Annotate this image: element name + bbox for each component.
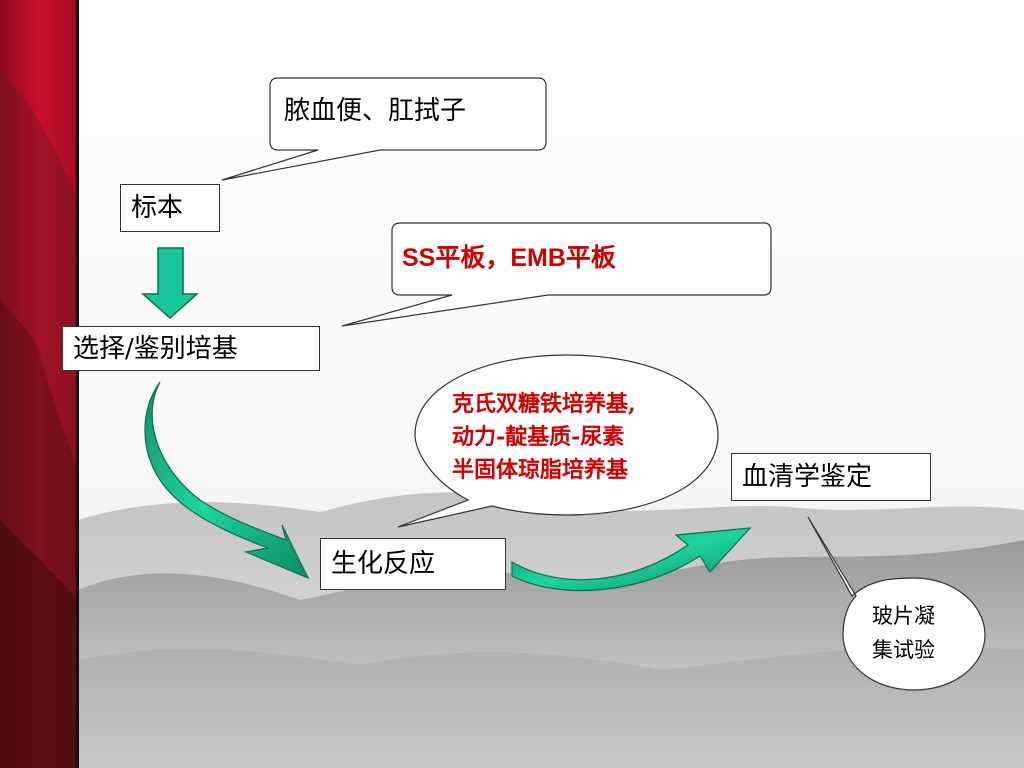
node-serology: 血清学鉴定: [731, 453, 931, 501]
callout-specimen-source-text: 脓血便、肛拭子: [284, 96, 467, 126]
node-biochemical: 生化反应: [320, 538, 506, 590]
callout-biochem-line-2: 动力-靛基质-尿素: [452, 424, 625, 450]
callout-specimen-source: [221, 77, 547, 181]
arrow-specimen-to-medium: [141, 247, 199, 320]
node-biochemical-label: 生化反应: [331, 549, 436, 579]
node-selective-medium: 选择/鉴别培基: [62, 326, 320, 371]
node-specimen: 标本: [120, 184, 220, 232]
callout-biochem-line-1: 克氏双糖铁培养基,: [452, 391, 636, 417]
node-specimen-label: 标本: [131, 193, 184, 223]
callout-slide-test: [807, 516, 986, 691]
callout-plates-text: SS平板，EMB平板: [402, 244, 616, 272]
left-red-banner: [0, 0, 79, 768]
callout-slide-line-1: 玻片凝: [872, 604, 935, 628]
arrow-medium-to-biochem: [144, 381, 310, 580]
callout-biochem-line-3: 半固体琼脂培养基: [452, 457, 629, 483]
callout-plates: [341, 222, 772, 327]
arrow-biochem-to-serology: [511, 527, 752, 592]
node-selective-medium-label: 选择/鉴别培基: [73, 333, 238, 364]
callout-biochem-media: [397, 354, 719, 528]
callout-slide-line-2: 集试验: [872, 638, 935, 662]
node-serology-label: 血清学鉴定: [742, 462, 873, 492]
mountain-landscape: [78, 492, 1024, 768]
